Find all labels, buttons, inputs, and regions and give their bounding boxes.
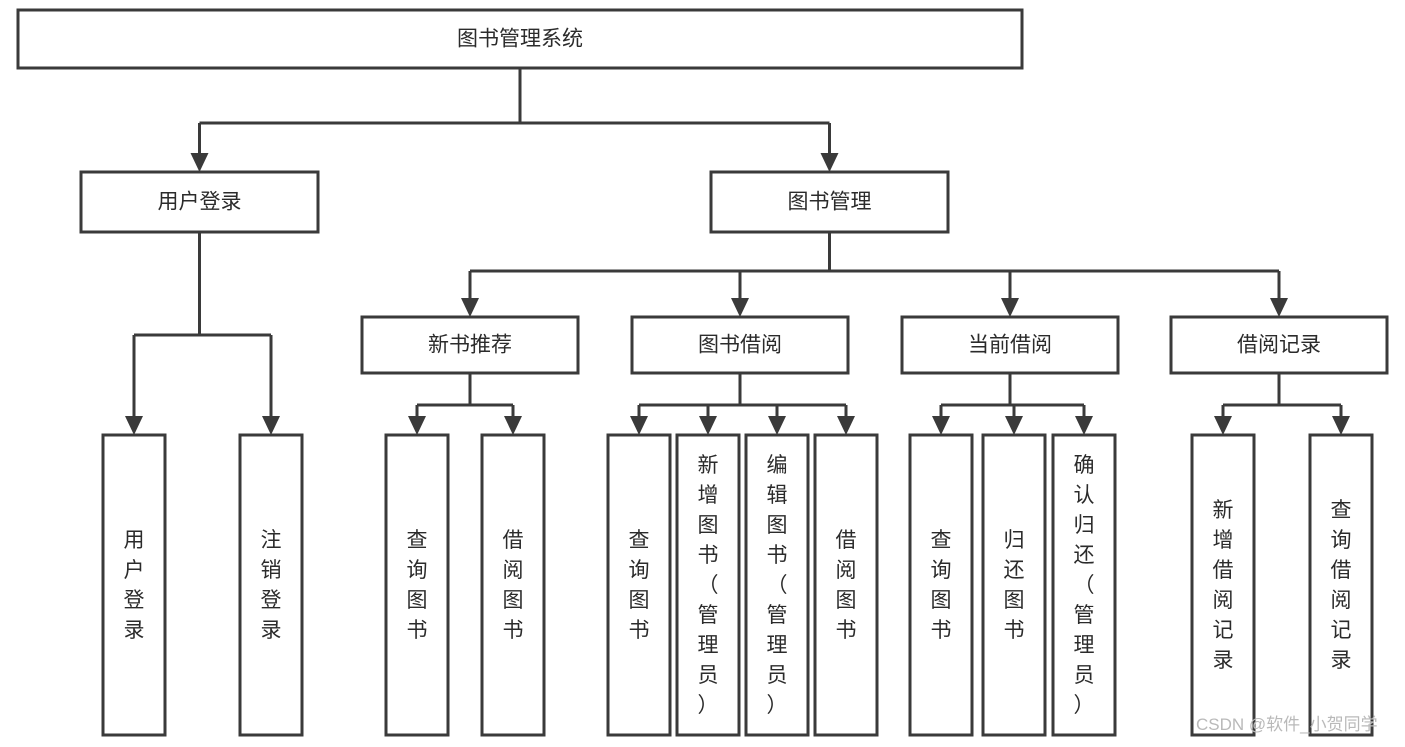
sub-2-arrow-2-head — [1075, 416, 1093, 435]
node-label-nbr-query-book: 查询图书 — [407, 529, 428, 642]
book-management-arrow-0-head — [461, 298, 479, 317]
node-box-user-logout-leaf — [238, 433, 304, 737]
node-bb-query-book[interactable]: 查询图书 — [606, 433, 672, 737]
node-label-bb-borrow-book: 借阅图书 — [836, 529, 857, 642]
node-nbr-borrow-book[interactable]: 借阅图书 — [480, 433, 546, 737]
root-arrow-1-head — [820, 153, 839, 172]
node-label-bb-query-book: 查询图书 — [629, 529, 650, 642]
node-br-add-record[interactable]: 新增借阅记录 — [1190, 433, 1256, 737]
sub-0-arrow-0-head — [408, 416, 426, 435]
book-management-arrow-2-head — [1001, 298, 1019, 317]
node-cb-return-book[interactable]: 归还图书 — [981, 433, 1047, 737]
node-bb-borrow-book[interactable]: 借阅图书 — [813, 433, 879, 737]
sub-1-arrow-2-head — [768, 416, 786, 435]
root-arrow-0-head — [190, 153, 209, 172]
node-box-nbr-borrow-book — [480, 433, 546, 737]
node-box-cb-confirm-return — [1051, 433, 1117, 737]
node-label-book-management: 图书管理 — [788, 191, 872, 214]
node-box-bb-borrow-book — [813, 433, 879, 737]
node-nbr-query-book[interactable]: 查询图书 — [384, 433, 450, 737]
node-cb-query-book[interactable]: 查询图书 — [908, 433, 974, 737]
sub-0-arrow-1-head — [504, 416, 522, 435]
node-box-nbr-query-book — [384, 433, 450, 737]
sub-3-arrow-1-head — [1332, 416, 1350, 435]
book-management-arrow-3-head — [1270, 298, 1288, 317]
sub-1-arrow-0-head — [630, 416, 648, 435]
sub-2-arrow-0-head — [932, 416, 950, 435]
node-box-cb-query-book — [908, 433, 974, 737]
book-management-arrow-1-head — [731, 298, 749, 317]
node-label-user-logout-leaf: 注销登录 — [261, 529, 282, 642]
node-label-user-login-leaf: 用户登录 — [124, 529, 145, 642]
node-borrow-record[interactable]: 借阅记录 — [1169, 315, 1389, 375]
sub-3-arrow-0-head — [1214, 416, 1232, 435]
node-label-book-borrow: 图书借阅 — [698, 334, 782, 357]
node-box-br-add-record — [1190, 433, 1256, 737]
node-book-management[interactable]: 图书管理 — [709, 170, 950, 234]
node-label-new-book-recommend: 新书推荐 — [428, 334, 512, 357]
node-box-user-login — [79, 170, 320, 234]
sub-2-arrow-1-head — [1005, 416, 1023, 435]
node-label-cb-query-book: 查询图书 — [931, 529, 952, 642]
node-label-bb-edit-book: 编辑图书（管理员） — [767, 454, 788, 717]
node-br-query-record[interactable]: 查询借阅记录 — [1308, 433, 1374, 737]
node-box-user-login-leaf — [101, 433, 167, 737]
node-label-bb-add-book: 新增图书（管理员） — [698, 454, 719, 717]
node-label-br-query-record: 查询借阅记录 — [1331, 499, 1352, 672]
node-box-book-borrow — [630, 315, 850, 375]
user-login-arrow-1-head — [262, 416, 280, 435]
node-user-logout-leaf[interactable]: 注销登录 — [238, 433, 304, 737]
node-label-br-add-record: 新增借阅记录 — [1213, 499, 1234, 672]
node-new-book-recommend[interactable]: 新书推荐 — [360, 315, 580, 375]
node-box-book-management — [709, 170, 950, 234]
node-bb-add-book[interactable]: 新增图书（管理员） — [675, 433, 741, 737]
node-box-br-query-record — [1308, 433, 1374, 737]
node-boxes-layer: 图书管理系统用户登录图书管理用户登录注销登录新书推荐图书借阅当前借阅借阅记录查询… — [16, 8, 1389, 737]
sub-1-arrow-3-head — [837, 416, 855, 435]
node-box-current-borrow — [900, 315, 1120, 375]
node-label-user-login: 用户登录 — [158, 191, 242, 214]
node-box-root — [16, 8, 1024, 70]
node-box-cb-return-book — [981, 433, 1047, 737]
node-user-login[interactable]: 用户登录 — [79, 170, 320, 234]
node-label-current-borrow: 当前借阅 — [968, 334, 1052, 357]
node-cb-confirm-return[interactable]: 确认归还（管理员） — [1051, 433, 1117, 737]
node-label-cb-return-book: 归还图书 — [1004, 529, 1025, 642]
node-box-bb-query-book — [606, 433, 672, 737]
node-label-root: 图书管理系统 — [457, 28, 583, 51]
node-box-bb-edit-book — [744, 433, 810, 737]
node-box-new-book-recommend — [360, 315, 580, 375]
node-user-login-leaf[interactable]: 用户登录 — [101, 433, 167, 737]
node-label-nbr-borrow-book: 借阅图书 — [503, 529, 524, 642]
node-box-bb-add-book — [675, 433, 741, 737]
csdn-watermark: CSDN @软件_小贺同学 — [1196, 715, 1378, 734]
sub-1-arrow-1-head — [699, 416, 717, 435]
node-root[interactable]: 图书管理系统 — [16, 8, 1024, 70]
node-label-borrow-record: 借阅记录 — [1237, 334, 1321, 357]
node-current-borrow[interactable]: 当前借阅 — [900, 315, 1120, 375]
user-login-arrow-0-head — [125, 416, 143, 435]
node-label-cb-confirm-return: 确认归还（管理员） — [1074, 454, 1095, 717]
node-book-borrow[interactable]: 图书借阅 — [630, 315, 850, 375]
connector-edges-layer — [125, 68, 1350, 435]
node-bb-edit-book[interactable]: 编辑图书（管理员） — [744, 433, 810, 737]
node-box-borrow-record — [1169, 315, 1389, 375]
